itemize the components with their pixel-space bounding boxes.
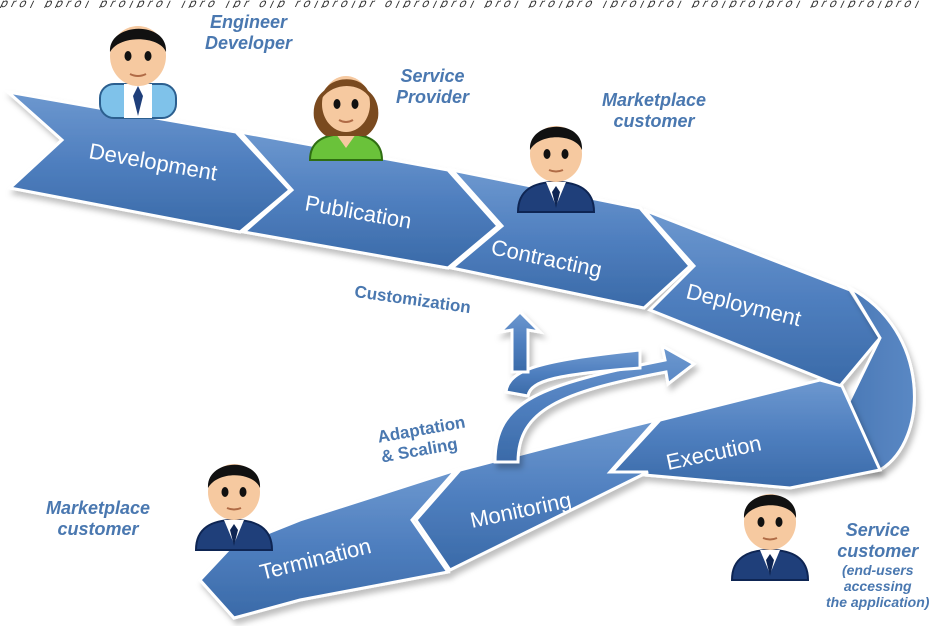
actor-provider-line2: Provider xyxy=(396,87,470,107)
header-text-strip: 𝑝𝑟𝑜𝑗 𝑝𝑝𝑟𝑜𝑗 𝑝𝑟𝑜𝑗𝑝𝑟𝑜𝑗 𝑗𝑝𝑟𝑜 𝑗𝑝𝑟 𝑜𝑗𝑝 𝑟𝑜𝑗𝑝𝑟𝑜𝑗… xyxy=(0,0,923,8)
actor-label-marketplace-top: Marketplace customer xyxy=(602,90,706,132)
person-suit-icon xyxy=(194,464,274,551)
actor-service-customer-line1: Service xyxy=(845,520,910,540)
stage-termination-shape[interactable] xyxy=(197,466,461,620)
lower-band xyxy=(197,378,883,620)
customization-up-arrow[interactable] xyxy=(495,309,545,374)
actor-label-service-provider: Service Provider xyxy=(396,66,469,108)
person-suit-icon xyxy=(730,494,810,581)
actor-marketplace-top-line2: customer xyxy=(613,111,695,131)
actor-label-marketplace-bottom: Marketplace customer xyxy=(46,498,150,540)
actor-engineer-line2: Developer xyxy=(205,33,293,53)
actor-marketplace-bottom-line2: customer xyxy=(57,519,139,539)
actor-service-customer-line2: customer xyxy=(837,541,919,561)
customization-arrow[interactable] xyxy=(504,348,642,398)
actor-provider-line1: Service xyxy=(400,66,465,86)
person-provider-icon xyxy=(308,76,384,161)
actor-engineer-line1: Engineer xyxy=(210,12,288,32)
person-suit-icon xyxy=(516,126,596,213)
stage-development-shape[interactable] xyxy=(3,89,293,234)
adaptation-arrow[interactable] xyxy=(493,343,697,464)
actor-label-engineer: Engineer Developer xyxy=(205,12,292,54)
stage-publication-shape[interactable] xyxy=(235,129,501,270)
actor-service-customer-line5: the application) xyxy=(826,594,930,610)
stage-contracting-shape[interactable] xyxy=(447,167,693,310)
upper-band xyxy=(3,89,882,388)
actor-marketplace-bottom-line1: Marketplace xyxy=(46,498,151,518)
stage-monitoring-shape[interactable] xyxy=(414,417,661,572)
person-engineer-icon xyxy=(99,26,177,119)
actor-service-customer-line3: (end-users xyxy=(841,562,914,578)
actor-marketplace-top-line1: Marketplace xyxy=(602,90,707,110)
loop-arrows xyxy=(493,309,697,464)
actor-label-service-customer: Service customer (end-users accessing th… xyxy=(826,520,929,610)
actor-service-customer-line4: accessing xyxy=(843,578,912,594)
